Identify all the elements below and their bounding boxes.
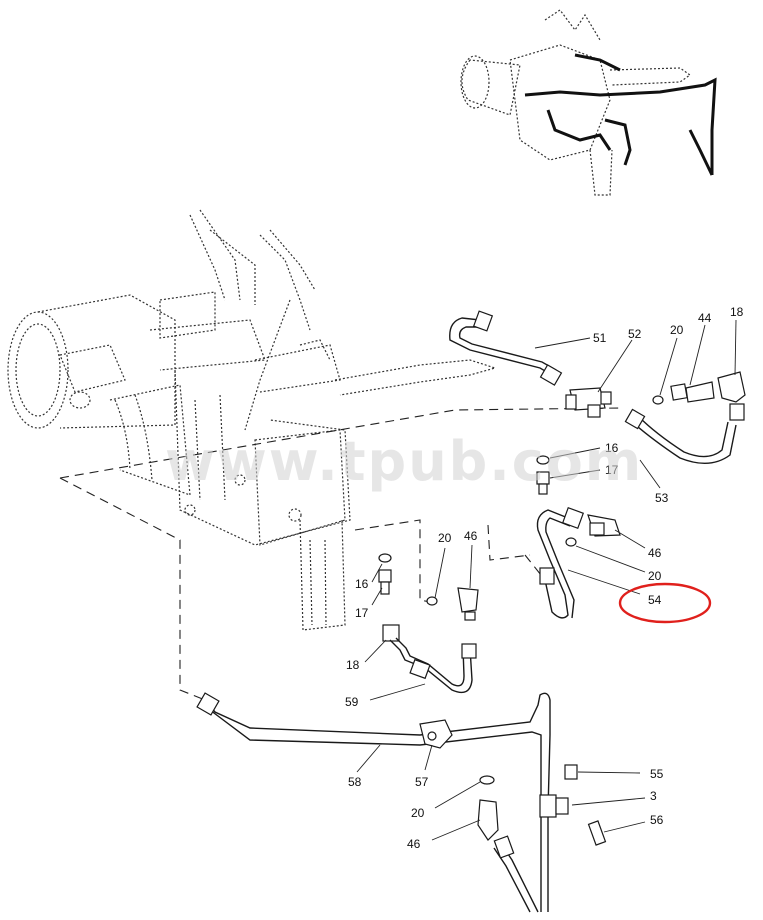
callout-46: 46 [464,529,478,543]
callout-20: 20 [670,323,684,337]
fittings-16-17-center [536,455,550,495]
fittings-46-20-middle [565,514,621,547]
watermark-text: www.tpub.com [165,430,643,493]
leader-lines [356,319,737,841]
callout-18: 18 [346,658,360,672]
callout-52: 52 [628,327,642,341]
callout-17: 17 [605,463,619,477]
callout-55: 55 [650,767,664,781]
engine-assembly [7,209,498,631]
callout-20: 20 [438,531,452,545]
callout-44: 44 [698,311,712,325]
callout-16: 16 [605,441,619,455]
callout-3: 3 [650,789,657,803]
tube-53 [624,408,737,464]
fittings-bottom [477,764,607,913]
callout-53: 53 [655,491,669,505]
callout-59: 59 [345,695,359,709]
tee-52 [565,387,612,418]
tube-54 [536,506,585,619]
routing-dashed-lines [59,407,621,701]
callout-20: 20 [411,806,425,820]
tube-51 [449,310,563,386]
callout-46: 46 [407,837,421,851]
callout-labels: 51 52 20 44 18 16 17 53 46 20 54 20 46 1… [345,305,744,851]
tube-58 [196,692,551,912]
fittings-left-middle [378,553,479,642]
callout-56: 56 [650,813,664,827]
clamp-57 [419,719,453,749]
callout-54: 54 [648,593,662,607]
tube-59 [389,637,477,694]
callout-46: 46 [648,546,662,560]
callout-57: 57 [415,775,429,789]
highlight-ellipse-54 [618,582,712,624]
callout-51: 51 [593,331,607,345]
callout-17: 17 [355,606,369,620]
callout-16: 16 [355,577,369,591]
callout-18: 18 [730,305,744,319]
callout-20: 20 [648,569,662,583]
fittings-upper-right [652,371,746,421]
inset-view [460,9,717,196]
callout-58: 58 [348,775,362,789]
